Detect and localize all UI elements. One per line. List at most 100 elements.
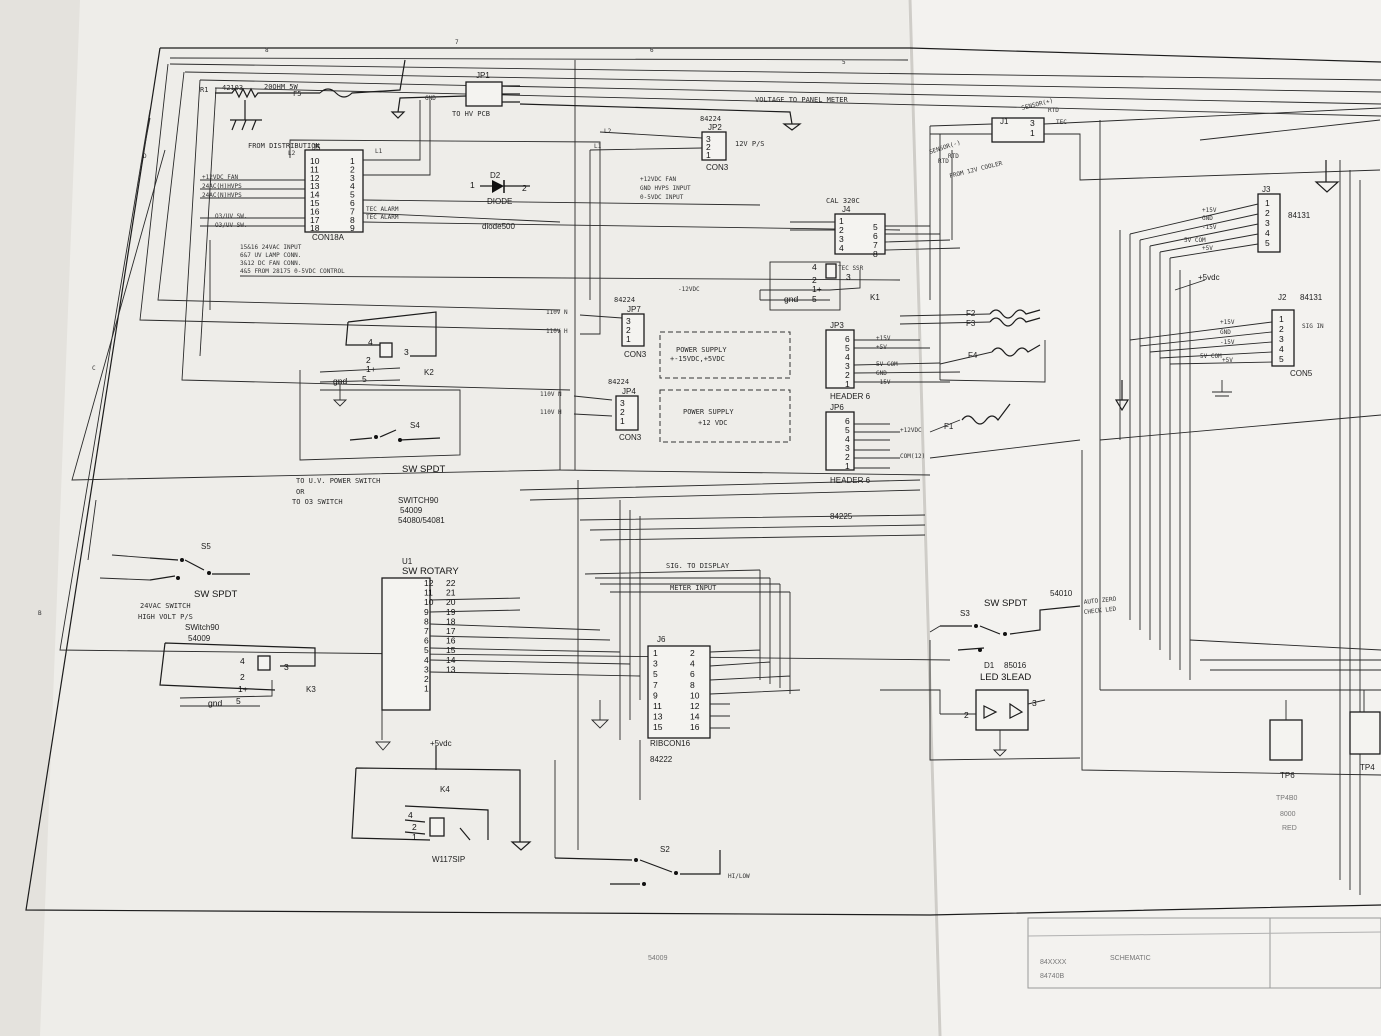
- svg-text:2: 2: [845, 452, 850, 462]
- svg-text:4: 4: [845, 434, 850, 444]
- j5-pin-label: 17: [310, 215, 320, 225]
- svg-text:3: 3: [1032, 698, 1037, 708]
- svg-text:4&5 FROM 28175 0-5VDC CONTROL: 4&5 FROM 28175 0-5VDC CONTROL: [240, 268, 345, 275]
- svg-text:gnd: gnd: [784, 294, 798, 304]
- svg-text:JP3: JP3: [830, 321, 844, 330]
- left-page: [0, 0, 940, 1036]
- svg-text:3: 3: [1279, 334, 1284, 344]
- r1-resistor: R1 42103 20OHM 5W F5: [200, 83, 320, 99]
- svg-text:1: 1: [1279, 314, 1284, 324]
- svg-text:+-15VDC,+5VDC: +-15VDC,+5VDC: [670, 355, 725, 363]
- svg-text:+5vdc: +5vdc: [430, 739, 452, 748]
- svg-text:2: 2: [522, 183, 527, 193]
- svg-text:5: 5: [873, 222, 878, 232]
- svg-text:6: 6: [845, 334, 850, 344]
- border-num-8: 8: [265, 47, 269, 54]
- svg-text:1: 1: [412, 832, 417, 842]
- svg-text:5: 5: [362, 374, 367, 384]
- fan-input-notes: +12VDC FAN GND HVPS INPUT 0-5VDC INPUT -…: [640, 176, 700, 293]
- svg-text:J5: J5: [312, 143, 321, 152]
- svg-text:1: 1: [1265, 198, 1270, 208]
- u1-pin-label: 16: [446, 636, 456, 646]
- svg-text:24AC(H)HVPS: 24AC(H)HVPS: [202, 183, 242, 190]
- svg-text:W117SIP: W117SIP: [432, 855, 465, 864]
- svg-text:3&12 DC FAN CONN.: 3&12 DC FAN CONN.: [240, 260, 301, 267]
- svg-text:S4: S4: [410, 421, 420, 430]
- j6-ribcon16-connector: J6 RIBCON16 84222: [647, 635, 711, 764]
- svg-text:24AC(N)HVPS: 24AC(N)HVPS: [202, 192, 242, 199]
- svg-text:S5: S5: [201, 542, 211, 551]
- svg-text:4: 4: [368, 337, 373, 347]
- d2-diode: D2 DIODE 1 2 diode500: [470, 171, 530, 231]
- svg-text:1: 1: [470, 180, 475, 190]
- j5-pin-label: 5: [350, 190, 355, 200]
- j5-pin-label: 18: [310, 223, 320, 233]
- svg-text:84XXXX: 84XXXX: [1040, 959, 1067, 966]
- svg-text:-15V: -15V: [1202, 224, 1217, 231]
- svg-text:3: 3: [1030, 118, 1035, 128]
- svg-text:F3: F3: [966, 319, 976, 328]
- s5-switch: S5 SW SPDT 24VAC SWITCH HIGH VOLT P/S SW…: [99, 542, 250, 643]
- svg-text:DIODE: DIODE: [487, 197, 512, 206]
- svg-text:2: 2: [706, 142, 711, 152]
- svg-text:J1: J1: [1000, 117, 1009, 126]
- svg-text:1: 1: [839, 216, 844, 226]
- svg-text:1: 1: [620, 416, 625, 426]
- svg-text:F4: F4: [968, 351, 978, 360]
- svg-text:CON18A: CON18A: [312, 233, 345, 242]
- svg-text:F2: F2: [966, 309, 976, 318]
- svg-text:24VAC SWITCH: 24VAC SWITCH: [140, 602, 191, 610]
- j6-pin-label: 7: [653, 680, 658, 690]
- svg-text:+12VDC: +12VDC: [900, 427, 922, 434]
- j6-pin-label: 3: [653, 659, 658, 669]
- svg-text:2: 2: [620, 407, 625, 417]
- svg-text:2: 2: [240, 672, 245, 682]
- svg-text:TEC SSR: TEC SSR: [838, 265, 864, 272]
- jp2-connector: 84224 JP2 3 2 1 CON3 12V P/S L2 L1: [589, 115, 765, 300]
- footer-code: 54009: [648, 955, 668, 962]
- svg-text:84131: 84131: [1288, 211, 1311, 220]
- svg-text:JP1: JP1: [476, 71, 490, 80]
- svg-text:K3: K3: [306, 685, 316, 694]
- svg-text:F1: F1: [944, 422, 954, 431]
- svg-text:HEADER 6: HEADER 6: [830, 476, 871, 485]
- svg-text:gnd: gnd: [208, 698, 222, 708]
- svg-text:RIBCON16: RIBCON16: [650, 739, 691, 748]
- u1-pin-label: 3: [424, 664, 429, 674]
- svg-text:3: 3: [706, 134, 711, 144]
- right-page: [908, 0, 1381, 1036]
- svg-text:CON5: CON5: [1290, 369, 1313, 378]
- svg-text:+5V: +5V: [876, 344, 887, 351]
- svg-text:TP6: TP6: [1280, 771, 1295, 780]
- j3-connector: J3 12 34 5 84131 +15V GND -15V 5V COM +5…: [1129, 185, 1311, 259]
- u1-rotary-switch: U1 SW ROTARY: [381, 557, 459, 711]
- svg-text:GND: GND: [1202, 215, 1213, 222]
- svg-text:CON3: CON3: [706, 163, 729, 172]
- svg-text:84224: 84224: [608, 378, 629, 386]
- svg-text:15&16 24VAC INPUT: 15&16 24VAC INPUT: [240, 244, 302, 251]
- svg-text:5: 5: [1265, 238, 1270, 248]
- svg-text:SW SPDT: SW SPDT: [194, 589, 237, 600]
- svg-text:6: 6: [845, 416, 850, 426]
- svg-text:3: 3: [284, 662, 289, 672]
- svg-text:L1: L1: [375, 148, 383, 155]
- j5-pin-label: 4: [350, 181, 355, 191]
- svg-text:5: 5: [845, 425, 850, 435]
- svg-text:SIG. TO DISPLAY: SIG. TO DISPLAY: [666, 562, 730, 570]
- s3-switch: S3 SW SPDT 54010: [929, 589, 1081, 761]
- svg-text:gnd: gnd: [333, 376, 347, 386]
- k4-relay: +5vdc K4 4 2 1 W117SIP: [351, 739, 532, 864]
- svg-text:CON3: CON3: [619, 433, 642, 442]
- j6-pin-label: 12: [690, 701, 700, 711]
- svg-text:diode500: diode500: [482, 222, 515, 231]
- svg-text:J3: J3: [1262, 185, 1271, 194]
- svg-text:2: 2: [366, 355, 371, 365]
- svg-text:JP2: JP2: [708, 123, 722, 132]
- svg-text:54010: 54010: [1050, 589, 1073, 598]
- svg-text:1+: 1+: [812, 284, 822, 294]
- j5-pin-label: 1: [350, 156, 355, 166]
- svg-text:3: 3: [620, 398, 625, 408]
- svg-text:RTD: RTD: [1048, 107, 1059, 114]
- j6-pin-label: 14: [690, 712, 700, 722]
